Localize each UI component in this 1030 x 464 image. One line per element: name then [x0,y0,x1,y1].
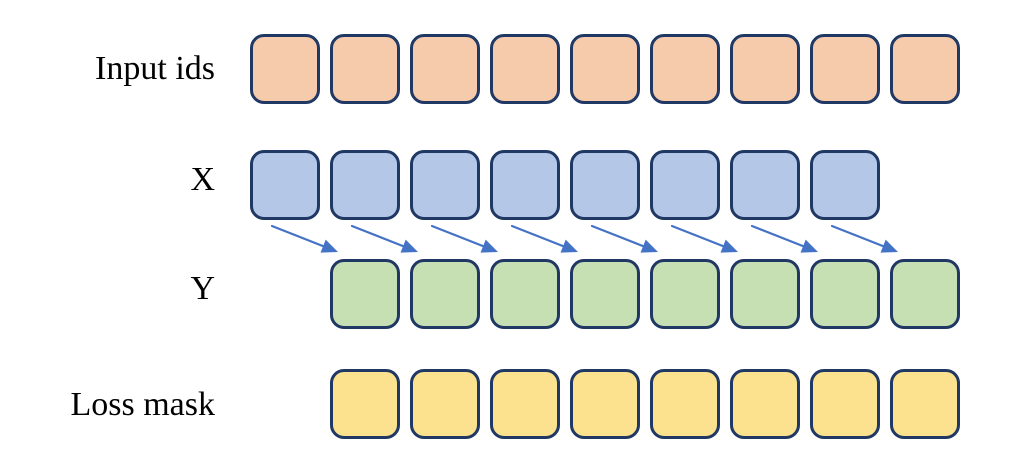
token-cell-loss-mask-7 [890,369,960,439]
token-cell-y-0 [330,259,400,329]
shift-arrow-0 [270,224,338,253]
arrow-head-0 [320,239,338,253]
token-cell-x-1 [330,150,400,220]
token-cell-loss-mask-6 [810,369,880,439]
shift-arrow-5 [670,224,738,253]
token-cell-x-2 [410,150,480,220]
token-cell-y-1 [410,259,480,329]
token-cell-y-6 [810,259,880,329]
token-cell-loss-mask-1 [410,369,480,439]
arrow-head-7 [880,239,898,253]
shift-arrow-1 [350,224,418,253]
token-cell-input-ids-4 [570,34,640,104]
token-cell-input-ids-1 [330,34,400,104]
row-label-loss-mask: Loss mask [70,386,216,423]
token-cell-x-5 [650,150,720,220]
token-cell-y-5 [730,259,800,329]
token-cell-x-6 [730,150,800,220]
token-cell-loss-mask-5 [730,369,800,439]
shift-arrow-6 [750,224,818,253]
shift-arrow-7 [830,224,898,253]
token-cell-input-ids-2 [410,34,480,104]
token-cell-x-7 [810,150,880,220]
token-cell-y-7 [890,259,960,329]
arrow-head-4 [640,239,658,253]
token-cell-input-ids-8 [890,34,960,104]
arrow-head-2 [480,239,498,253]
token-cell-y-3 [570,259,640,329]
arrow-head-6 [800,239,818,253]
token-cell-y-4 [650,259,720,329]
token-cell-input-ids-3 [490,34,560,104]
row-label-x: X [190,161,215,198]
shift-arrow-2 [430,224,498,253]
token-cell-input-ids-5 [650,34,720,104]
token-cell-x-3 [490,150,560,220]
token-cell-loss-mask-4 [650,369,720,439]
arrow-head-1 [400,239,418,253]
shift-arrow-4 [590,224,658,253]
shift-arrow-3 [510,224,578,253]
token-cell-y-2 [490,259,560,329]
token-cell-loss-mask-2 [490,369,560,439]
arrow-head-5 [720,239,738,253]
token-cell-input-ids-0 [250,34,320,104]
token-cell-loss-mask-0 [330,369,400,439]
row-label-y: Y [190,270,215,307]
arrow-head-3 [560,239,578,253]
token-cell-input-ids-6 [730,34,800,104]
token-cell-loss-mask-3 [570,369,640,439]
token-cell-x-4 [570,150,640,220]
row-label-input-ids: Input ids [95,50,215,87]
token-cell-x-0 [250,150,320,220]
token-cell-input-ids-7 [810,34,880,104]
